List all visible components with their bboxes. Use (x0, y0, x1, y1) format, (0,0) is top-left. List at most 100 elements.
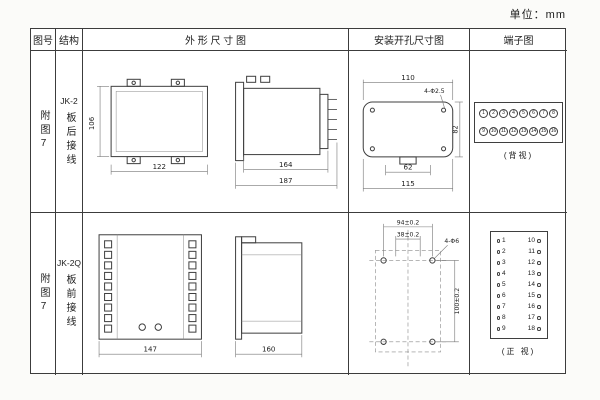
terminal-dot-icon (496, 327, 500, 331)
header-terminal: 端子图 (470, 29, 567, 51)
terminal-circle: 3 (499, 109, 508, 118)
jk2q-side-view (235, 236, 303, 340)
terminal-circle: 15 (539, 127, 548, 136)
dimension-lines (383, 223, 459, 343)
terminal-number: 9 (502, 324, 506, 332)
terminal-dot-icon (496, 316, 500, 320)
terminal-dot-icon (537, 305, 541, 309)
terminal-circle: 5 (519, 109, 528, 118)
terminal-dot-icon (537, 294, 541, 298)
terminal-circle: 11 (499, 127, 508, 136)
header-outline: 外 形 尺 寸 图 (83, 29, 349, 51)
dim-bottom-inner: 62 (403, 163, 412, 172)
jk2q-terminal-diagram: 1 10 2 11 3 12 4 13 5 14 (489, 230, 548, 340)
terminal-circle: 7 (539, 109, 548, 118)
terminal-number: 1 (502, 236, 506, 244)
dim-top: 110 (401, 73, 415, 82)
row2-wiring-label: 板前接线 (64, 274, 75, 330)
row2-terminal-cell: 1 10 2 11 3 12 4 13 5 14 (470, 213, 567, 375)
dim-side: 82 (451, 125, 459, 133)
row1-outline-cell: 106 122 164 187 (83, 51, 349, 213)
terminal-dot-icon (496, 239, 500, 243)
jk2-terminal-diagram: 1 2 3 4 5 6 7 8 9 10 11 12 13 14 15 (474, 102, 563, 143)
dimension-lines (362, 79, 463, 192)
terminal-number: 5 (502, 280, 506, 288)
terminal-number: 3 (502, 258, 506, 266)
terminal-number: 14 (527, 280, 535, 288)
jk2q-front-view (98, 234, 202, 340)
dim-top: 94±0.2 (397, 219, 420, 226)
terminal-number: 10 (527, 236, 535, 244)
terminal-circle: 12 (509, 127, 518, 136)
terminal-dot-icon (496, 261, 500, 265)
row1-install-cell: 110 4-Φ2.5 82 62 115 (349, 51, 470, 213)
terminal-pair-row: 6 15 (496, 291, 541, 300)
terminal-row-bottom: 9 10 11 12 13 14 15 16 (479, 127, 558, 136)
holes-label: 4-Φ2.5 (424, 88, 445, 95)
header-install: 安装开孔尺寸图 (349, 29, 470, 51)
terminal-circle: 1 (479, 109, 488, 118)
terminal-row-top: 1 2 3 4 5 6 7 8 (479, 109, 558, 118)
row2-install-cell: 94±0.2 38±0.2 4-Φ6 100±0.2 (349, 213, 470, 375)
jk2-side-view (235, 75, 337, 162)
row1-structure: JK-2 板后接线 (56, 51, 83, 213)
jk2q-cutout-drawing: 94±0.2 38±0.2 4-Φ6 100±0.2 (369, 219, 461, 367)
terminal-circle: 13 (519, 127, 528, 136)
terminal-pair-row: 8 17 (496, 314, 541, 322)
dim-depth-outer: 187 (279, 176, 292, 185)
jk2-cutout-drawing: 110 4-Φ2.5 82 62 115 (362, 73, 463, 192)
terminal-dot-icon (496, 305, 500, 309)
row1-wiring-label: 板后接线 (64, 111, 75, 168)
terminal-dot-icon (537, 250, 541, 254)
dim-inner: 38±0.2 (397, 232, 420, 239)
unit-label: 单位：mm (509, 9, 566, 21)
centerlines (369, 229, 447, 367)
terminal-dot-icon (537, 261, 541, 265)
row1-figure-no: 附图7 (31, 51, 56, 213)
row2-structure: JK-2Q 板前接线 (56, 213, 83, 375)
terminal-pair-row: 3 12 (496, 258, 541, 267)
jk2-outline-drawing: 106 122 164 187 (87, 75, 338, 189)
terminal-circle: 14 (529, 127, 538, 136)
header-structure: 结构 (56, 29, 83, 51)
terminal-number: 12 (527, 258, 535, 266)
terminal-dot-icon (537, 272, 541, 276)
terminal-number: 2 (502, 247, 506, 255)
terminal-circle: 9 (479, 127, 488, 136)
row2-outline-cell: 147 160 (83, 213, 349, 375)
terminal-number: 18 (527, 324, 535, 332)
dim-depth: 160 (262, 345, 275, 354)
holes-label: 4-Φ6 (444, 238, 459, 245)
terminal-dot-icon (537, 327, 541, 331)
dim-side: 100±0.2 (454, 288, 461, 315)
spec-table: 图号 结构 外 形 尺 寸 图 安装开孔尺寸图 端子图 附图7 JK-2 板后接… (30, 28, 567, 375)
terminal-dot-icon (496, 283, 500, 287)
terminal-dot-icon (537, 239, 541, 243)
dim-bottom-outer: 115 (401, 179, 415, 188)
terminal-dot-icon (496, 250, 500, 254)
cutout-shape (362, 101, 454, 165)
row2-figure-no: 附图7 (31, 213, 56, 375)
terminal-circle: 6 (529, 109, 538, 118)
terminal-circle: 16 (549, 127, 558, 136)
jk2q-outline-drawing: 147 160 (98, 234, 303, 358)
dim-depth-inner: 164 (279, 160, 293, 169)
terminal-number: 16 (527, 302, 535, 310)
dimension-lines (98, 335, 303, 358)
row1-model-label: JK-2 (60, 95, 78, 106)
dim-height: 106 (87, 116, 96, 130)
terminal-pair-row: 5 14 (496, 280, 541, 289)
terminal-number: 6 (502, 291, 506, 299)
terminal-pair-row: 7 16 (496, 302, 541, 311)
terminal-pair-row: 2 11 (496, 247, 541, 256)
row2-model-label: JK-2Q (56, 258, 82, 268)
terminal-pair-row: 1 10 (496, 236, 541, 245)
terminal-pair-row: 4 13 (496, 269, 541, 278)
terminal-dot-icon (496, 294, 500, 298)
terminal-dot-icon (537, 316, 541, 320)
terminal-number: 15 (527, 291, 535, 299)
terminal-number: 13 (527, 269, 535, 277)
row1-terminal-cell: 1 2 3 4 5 6 7 8 9 10 11 12 13 14 15 (470, 51, 567, 213)
terminal-dot-icon (537, 283, 541, 287)
terminal-pair-row: 9 18 (496, 324, 541, 333)
